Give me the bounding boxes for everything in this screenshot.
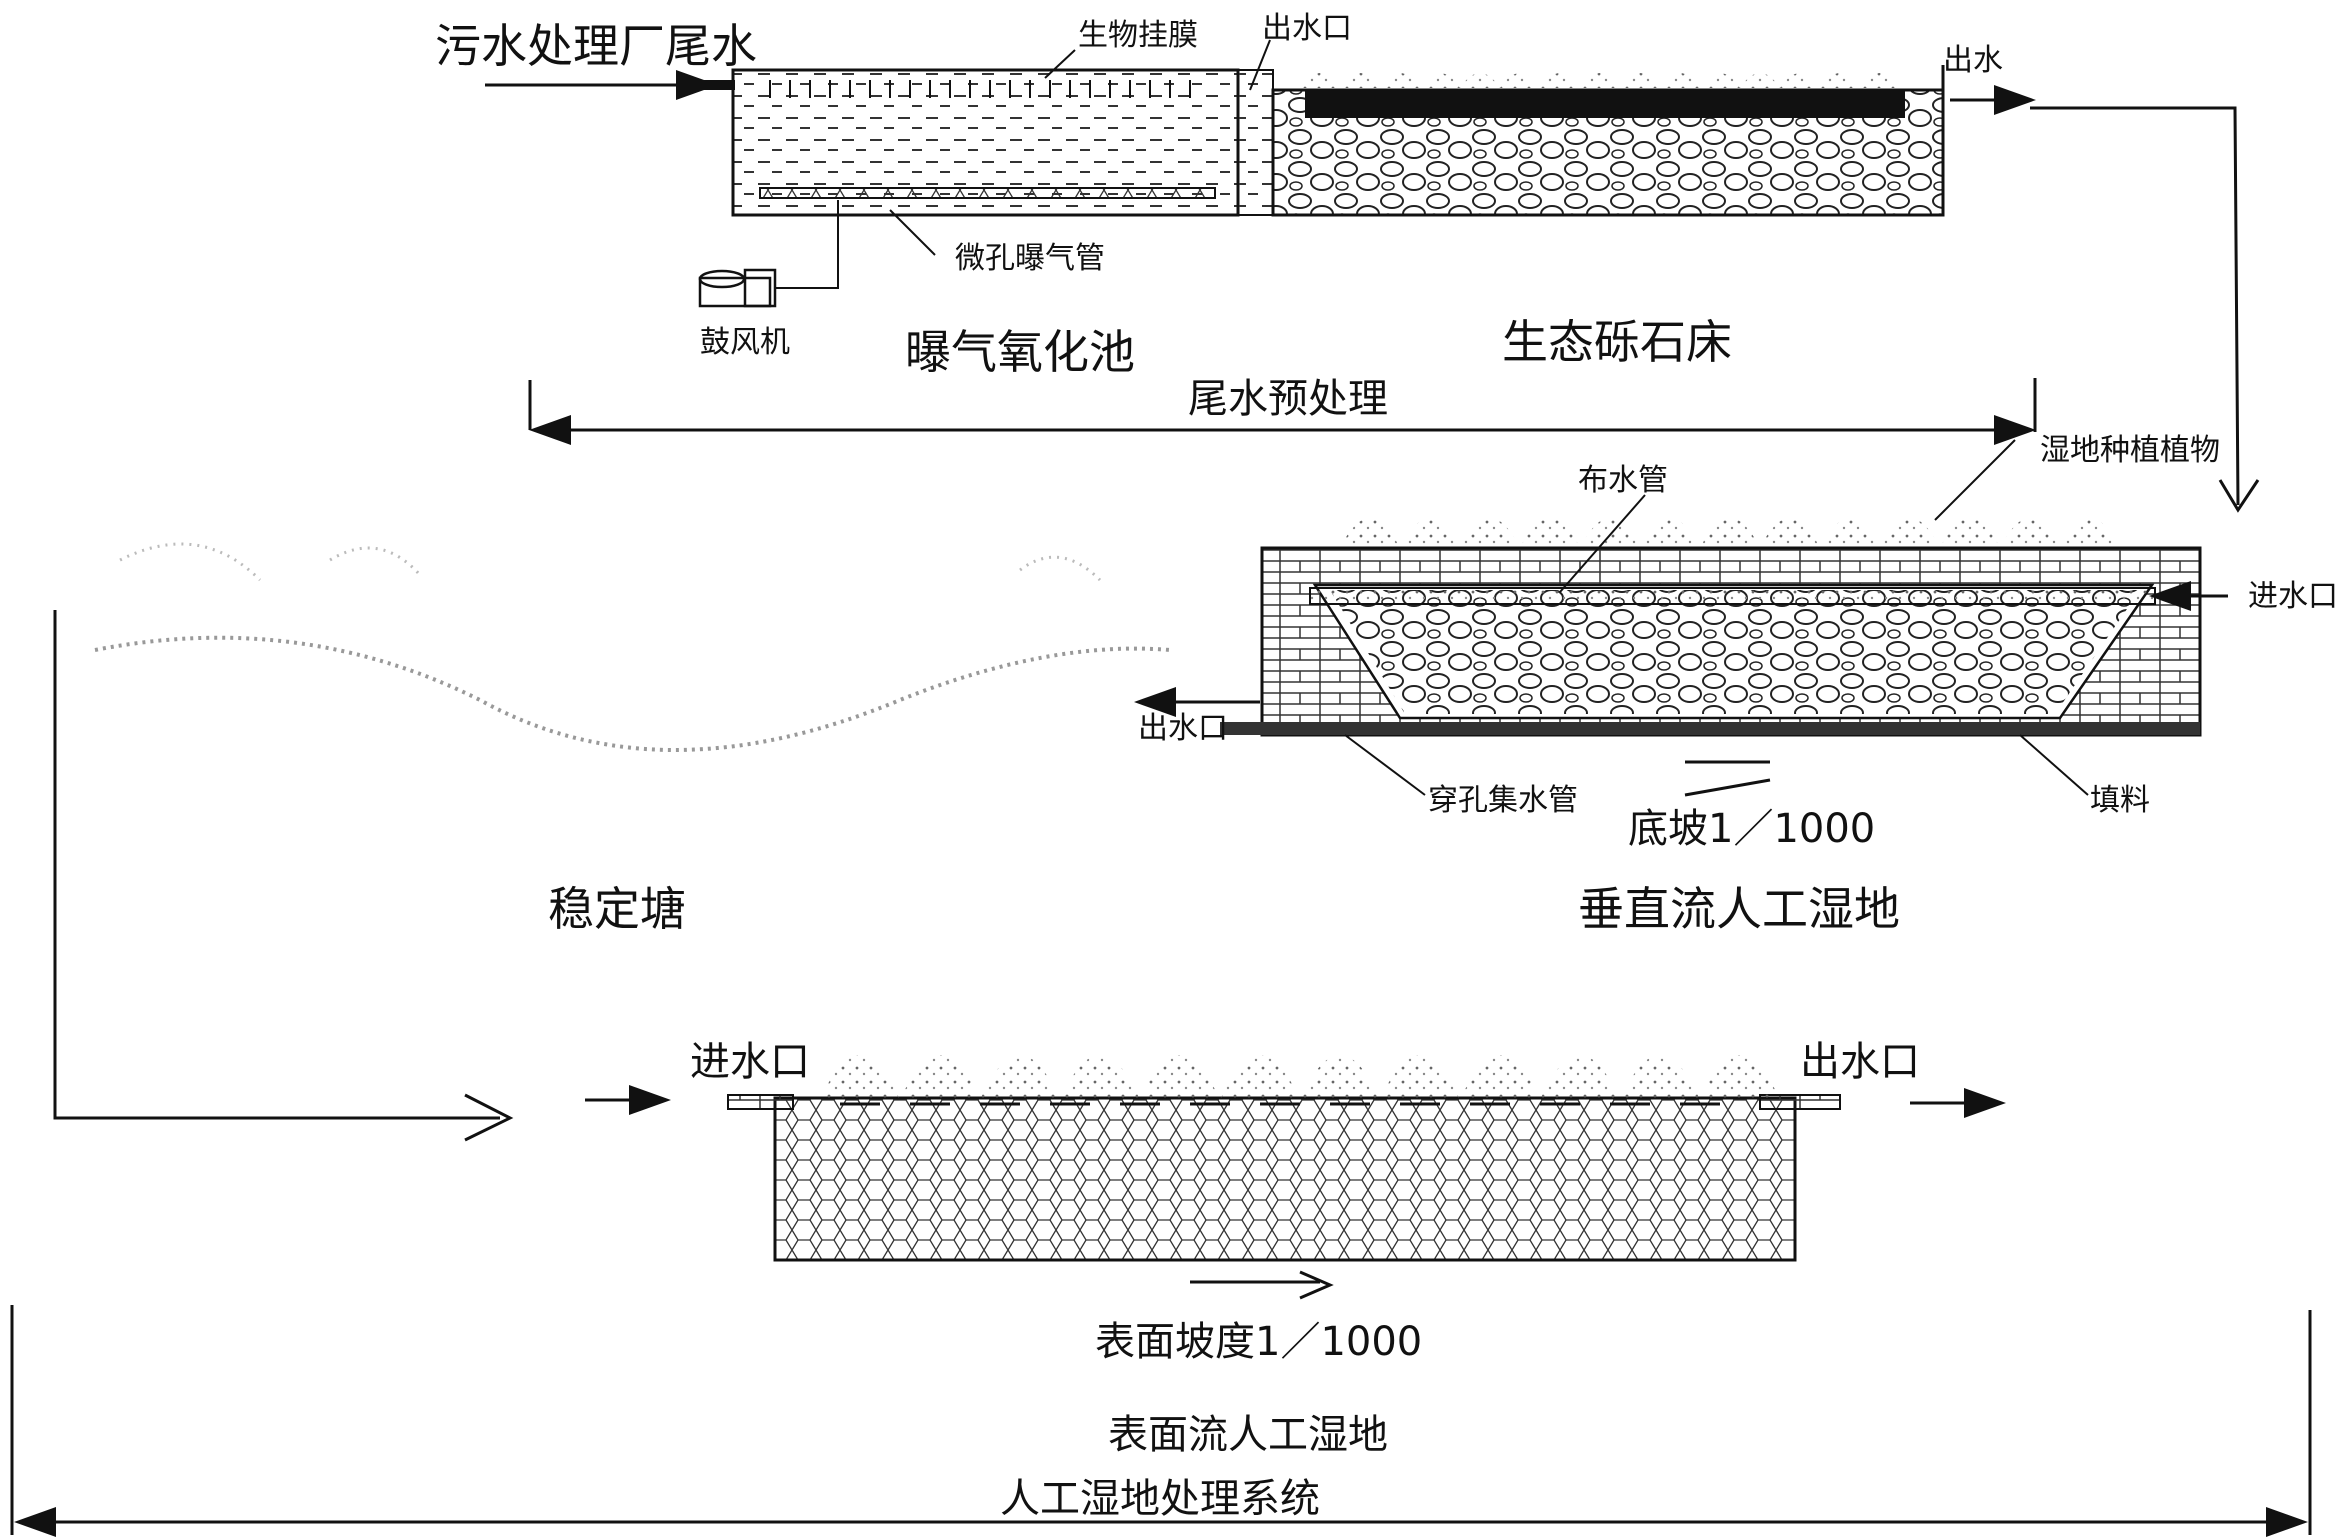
label-vf-inlet: 进水口	[2248, 579, 2338, 614]
label-wwtp-effluent: 污水处理厂尾水	[435, 19, 757, 73]
pretreatment-span	[528, 378, 2037, 445]
aeration-tank	[731, 68, 1274, 217]
label-perforated-collector: 穿孔集水管	[1428, 783, 1578, 818]
eco-gravel-bed	[1271, 65, 1945, 217]
return-line	[53, 610, 500, 1120]
label-outlet-top: 出水口	[1262, 11, 1352, 46]
surface-flow-wetland	[727, 1055, 1841, 1262]
transfer-pipe	[2030, 106, 2240, 506]
label-vf-outlet: 出水口	[1138, 711, 1228, 746]
label-outflow: 出水	[1943, 43, 2003, 78]
inflow-pipe-stub	[690, 80, 735, 90]
label-stabilization-pond: 稳定塘	[548, 882, 686, 936]
vertical-flow-wetland	[1220, 518, 2202, 737]
label-sf-inlet: 进水口	[690, 1039, 810, 1085]
label-blower: 鼓风机	[700, 325, 790, 360]
label-sf-outlet: 出水口	[1800, 1039, 1920, 1085]
blower-icon	[698, 200, 839, 308]
label-micro-aeration-pipe: 微孔曝气管	[955, 241, 1105, 276]
system-span	[10, 1305, 2312, 1537]
label-distribution-pipe: 布水管	[1578, 463, 1668, 498]
label-aeration-tank: 曝气氧化池	[905, 325, 1135, 379]
label-wetland-plants: 湿地种植植物	[2040, 433, 2220, 468]
label-filler: 填料	[2090, 783, 2150, 818]
label-eco-gravel-bed: 生态砾石床	[1502, 315, 1732, 369]
label-system-total: 人工湿地处理系统	[1000, 1476, 1320, 1522]
label-bottom-slope: 底坡1／1000	[1628, 806, 1875, 852]
label-surface-slope: 表面坡度1／1000	[1095, 1319, 1422, 1365]
stabilization-pond	[94, 542, 1171, 752]
label-biofilm: 生物挂膜	[1078, 18, 1198, 53]
label-pretreatment: 尾水预处理	[1188, 376, 1388, 422]
label-vertical-flow-wetland: 垂直流人工湿地	[1578, 882, 1900, 936]
label-surface-flow-wetland: 表面流人工湿地	[1108, 1412, 1388, 1458]
